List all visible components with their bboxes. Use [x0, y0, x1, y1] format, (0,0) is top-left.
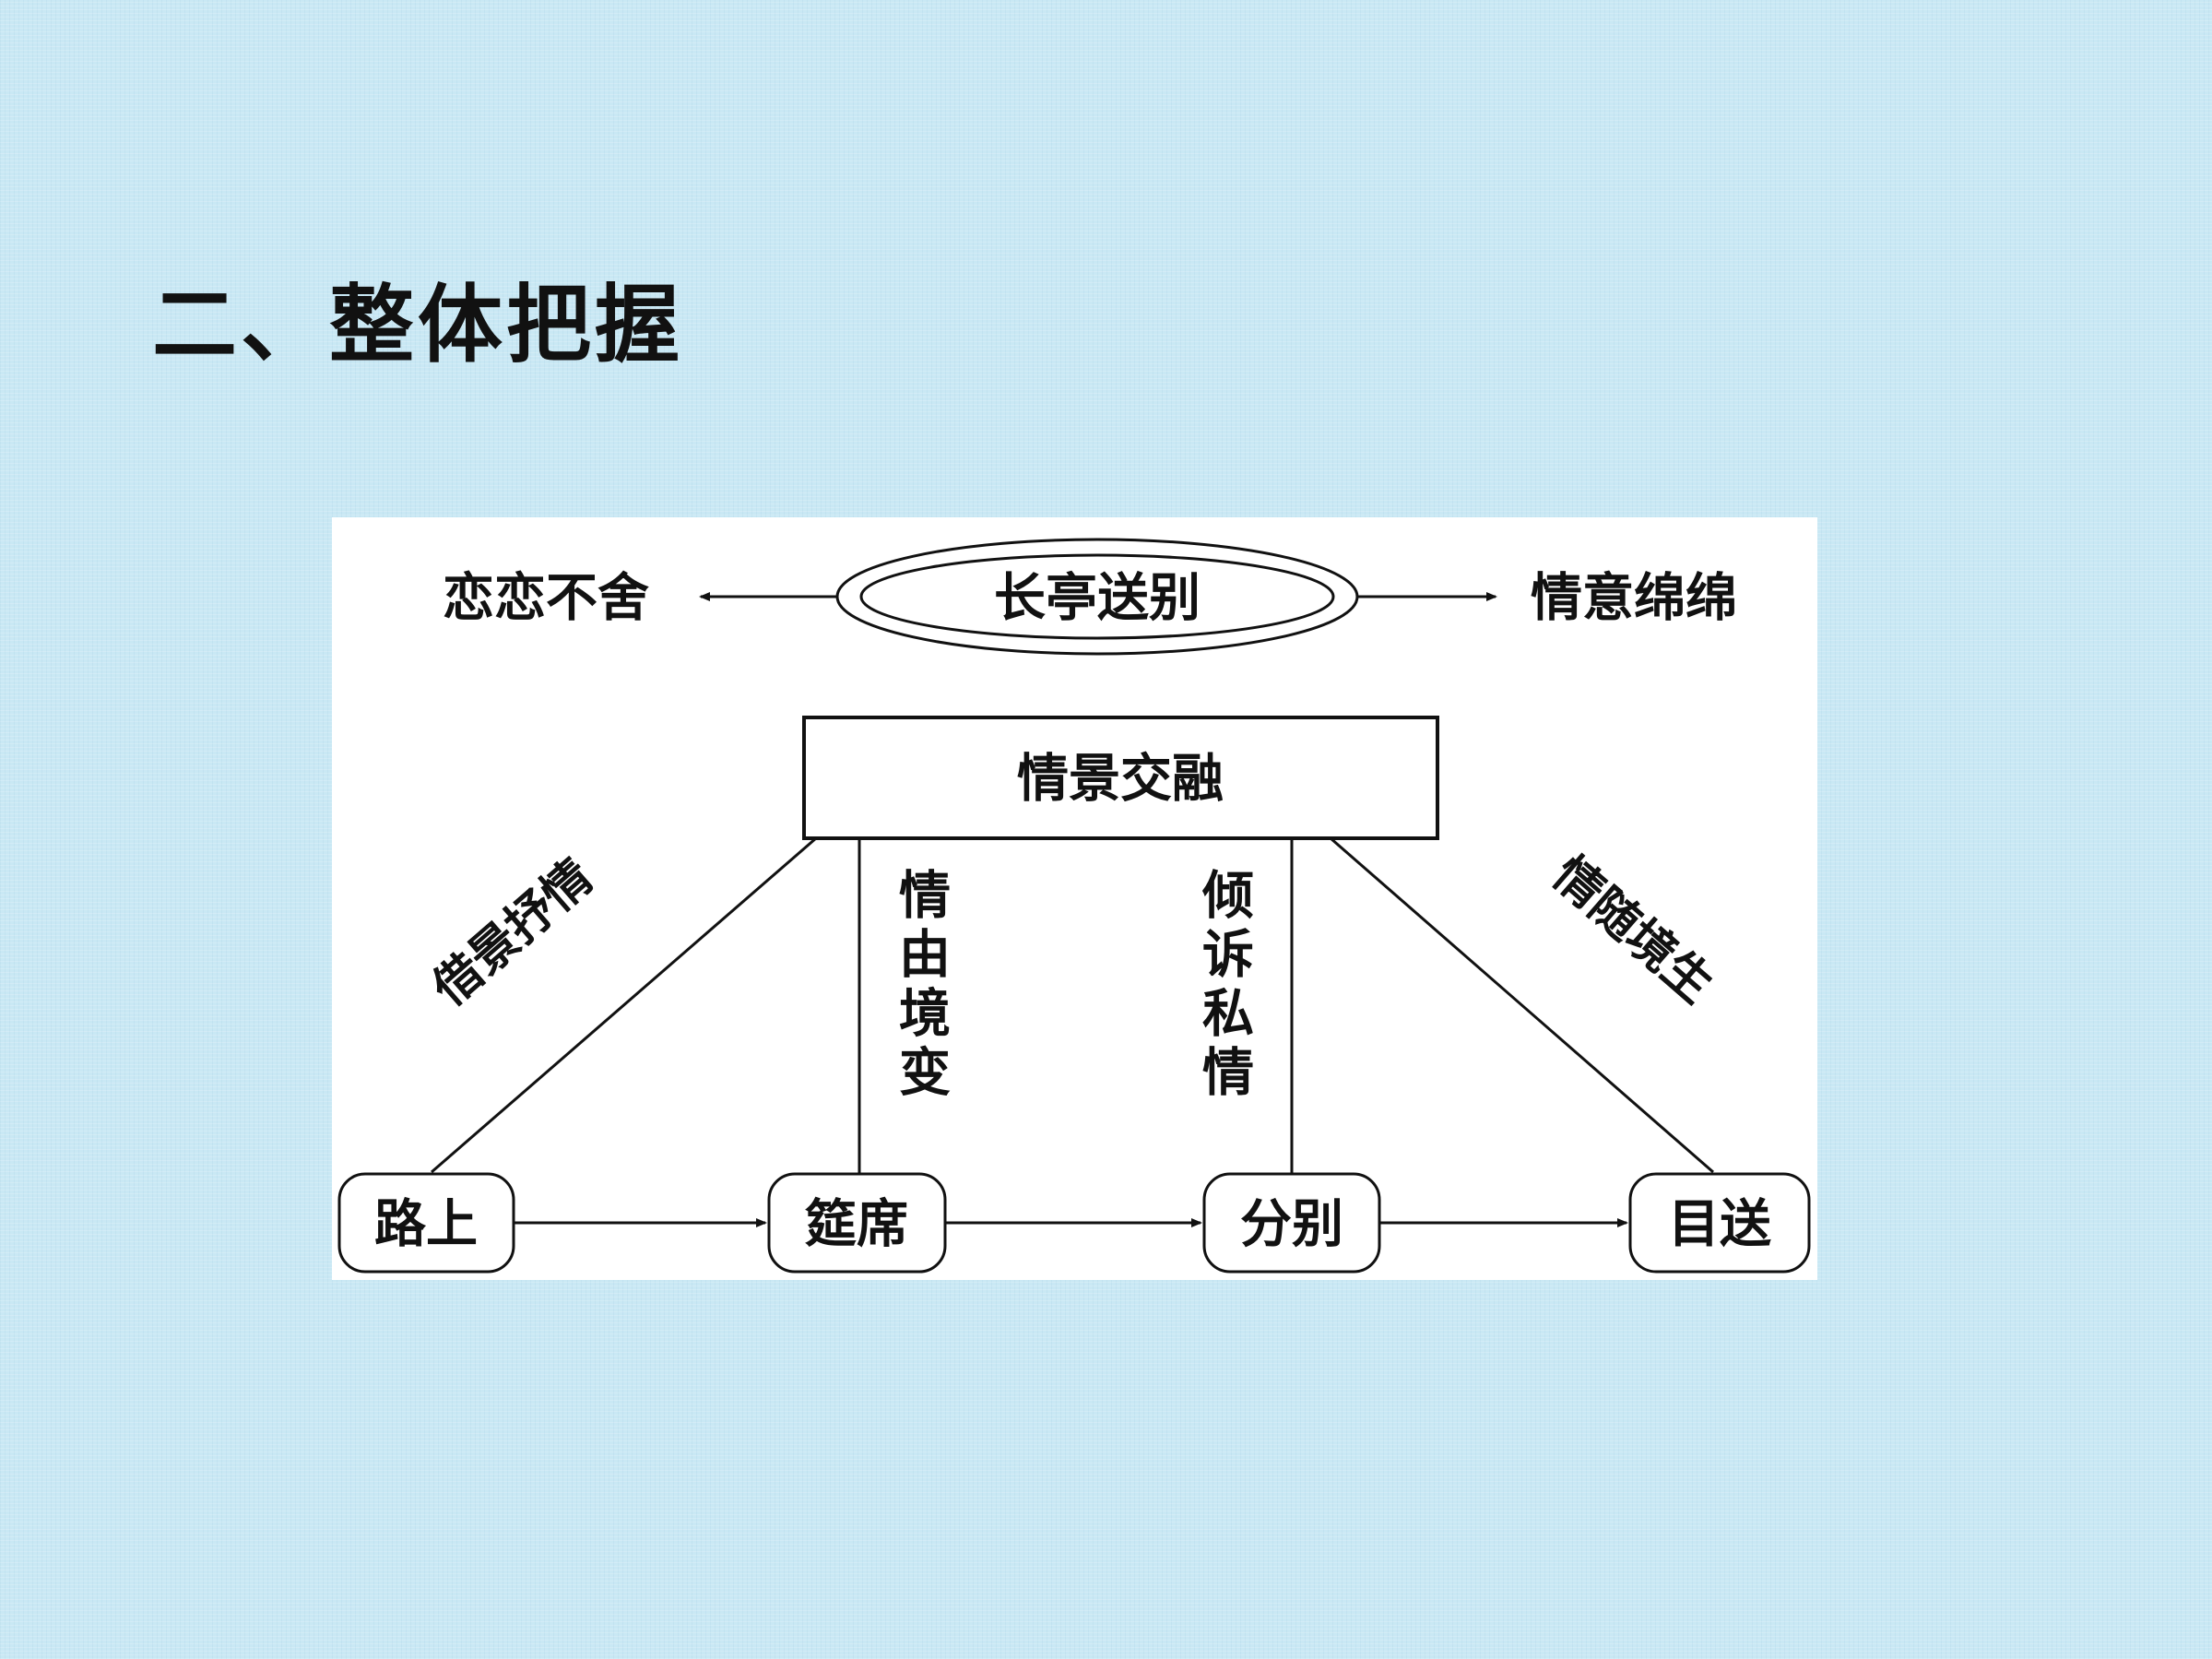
right-outcome-label: 情意绵绵: [1531, 569, 1737, 629]
connector-label-3: 倾诉私情: [1194, 868, 1255, 1104]
flow-diagram: 长亭送别 恋恋不舍 情意绵绵 情景交融 借景抒情 情由境变 倾诉私情 情随境生 …: [337, 538, 1811, 1274]
theme-box: [802, 716, 1439, 840]
scene-box-4: [1628, 1172, 1811, 1274]
scene-label-3: 分别: [1240, 1195, 1343, 1255]
connector-label-1: 借景抒情: [421, 849, 603, 1017]
center-ellipse-inner: [859, 553, 1335, 640]
left-outcome-label: 恋恋不舍: [443, 569, 649, 629]
slide-title: 二、整体把握: [152, 275, 684, 374]
scene-label-2: 筵席: [805, 1195, 908, 1255]
scene-label-1: 路上: [374, 1195, 478, 1255]
connector-label-4: 情随境生: [1542, 847, 1722, 1014]
connector-line-4: [1330, 836, 1714, 1174]
diagram-panel: 长亭送别 恋恋不舍 情意绵绵 情景交融 借景抒情 情由境变 倾诉私情 情随境生 …: [332, 517, 1817, 1280]
center-ellipse-label: 长亭送别: [994, 569, 1201, 629]
connector-label-2: 情由境变: [891, 868, 951, 1104]
scene-label-4: 目送: [1668, 1195, 1771, 1255]
theme-box-label: 情景交融: [1017, 750, 1224, 810]
connector-line-1: [431, 836, 817, 1174]
